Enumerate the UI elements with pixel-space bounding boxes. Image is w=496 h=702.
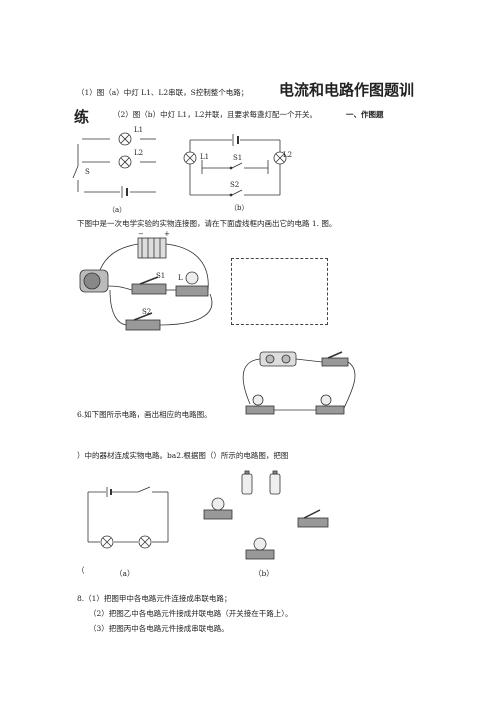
- q7-paren: （: [77, 566, 85, 575]
- lamp-2-icon: [138, 535, 152, 549]
- circuit-figure-7a: [87, 486, 169, 549]
- q7-caption-b: （b）: [254, 569, 274, 578]
- lamp-l1-icon: [118, 132, 132, 146]
- switch-s2-icon: [231, 189, 243, 196]
- caption-b: （b）: [230, 204, 248, 212]
- components-figure-7b: [203, 470, 329, 560]
- q7-caption-a: （a）: [115, 569, 135, 578]
- page-title-part2: 练: [74, 108, 90, 126]
- physical-circuit-figure: − + S1 L S2: [79, 230, 213, 331]
- battery-pack-icon: [137, 237, 167, 259]
- battery-plus-label: +: [164, 230, 170, 238]
- q1-line2: （2）图（b）中灯 L1，L2并联，且要求每盏灯配一个开关。: [113, 110, 317, 119]
- lamp-right-icon: [315, 405, 345, 415]
- label-l1: L1: [200, 153, 209, 161]
- label-s1: S1: [156, 272, 165, 280]
- q6-text: 6.如下图所示电路，画出相应的电路图。: [77, 410, 212, 419]
- label-l2: L2: [283, 151, 292, 159]
- switch-s2-icon: [125, 319, 161, 331]
- battery-pack-icon: [259, 351, 297, 367]
- label-l1: L1: [134, 126, 143, 134]
- switch-icon: [321, 357, 349, 367]
- page-title-part1: 电流和电路作图题训: [279, 81, 415, 99]
- physical-circuit-figure-6: [242, 351, 356, 415]
- answer-dashed-box: [231, 258, 328, 325]
- circuit-figure-a: L1 L2 S （a）: [72, 126, 156, 214]
- switch-s-icon: [72, 165, 79, 179]
- q7-text: ）中的器材连成实物电路。ba2.根据图（）所示的电路图，把图: [77, 451, 289, 460]
- label-s1: S1: [233, 154, 242, 162]
- caption-a: （a）: [108, 206, 126, 214]
- switch-s1-icon: [231, 162, 243, 169]
- lamp-left-icon: [245, 405, 275, 415]
- q8-line1: 8.（1）把图甲中各电路元件连接成串联电路；: [77, 594, 232, 603]
- battery-minus-label: −: [138, 230, 144, 238]
- lamp-l-icon: [175, 285, 209, 297]
- label-s2: S2: [230, 181, 239, 189]
- lamp-board-2-icon: [245, 549, 275, 560]
- label-s: S: [85, 168, 90, 176]
- lamp-l2-icon: [118, 155, 132, 169]
- lamp-1-icon: [100, 535, 114, 549]
- cell-2-icon: [269, 473, 281, 495]
- q8-line2: （2）把图乙中各电路元件接成并联电路（开关接在干路上）。: [89, 609, 293, 618]
- circuit-figure-b: L1 S1 L2 S2 （b）: [183, 134, 292, 212]
- switch-board-icon: [297, 517, 329, 528]
- cell-1-icon: [241, 473, 253, 495]
- q8-line3: （3）把图丙中各电路元件接成串联电路。: [89, 624, 229, 633]
- switch-icon: [137, 486, 151, 493]
- label-l2: L2: [134, 149, 143, 157]
- q1-line1: （1）图（a）中灯 L1、L2串联，S控制整个电路；: [77, 88, 249, 97]
- label-l: L: [178, 274, 183, 282]
- label-s2: S2: [142, 308, 151, 316]
- section-heading: 一、作图题: [346, 110, 384, 119]
- q2-instruction: 下图中是一次电学实验的实物连接图，请在下面虚线框内画出它的电路 1. 图。: [77, 219, 337, 228]
- switch-s1-icon: [131, 283, 167, 295]
- lamp-board-1-icon: [203, 509, 233, 520]
